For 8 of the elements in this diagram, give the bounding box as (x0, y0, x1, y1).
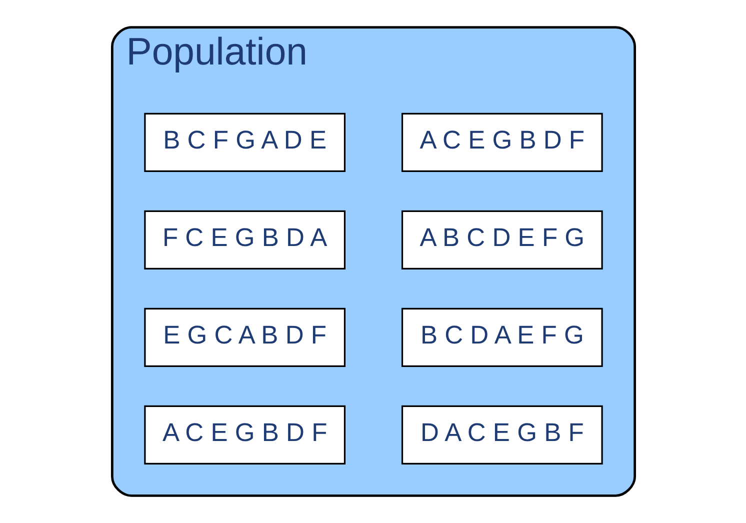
node-box: A C E G B D F (144, 405, 346, 464)
node-box: A B C D E F G (400, 210, 602, 270)
node-box: F C E G B D A (144, 210, 346, 270)
node-box: D A C E G B F (400, 405, 602, 464)
node-box: A C E G B D F (400, 112, 602, 172)
node-box: E G C A B D F (144, 308, 346, 367)
node-box: B C D A E F G (400, 308, 602, 367)
node-box: B C F G A D E (144, 112, 346, 172)
